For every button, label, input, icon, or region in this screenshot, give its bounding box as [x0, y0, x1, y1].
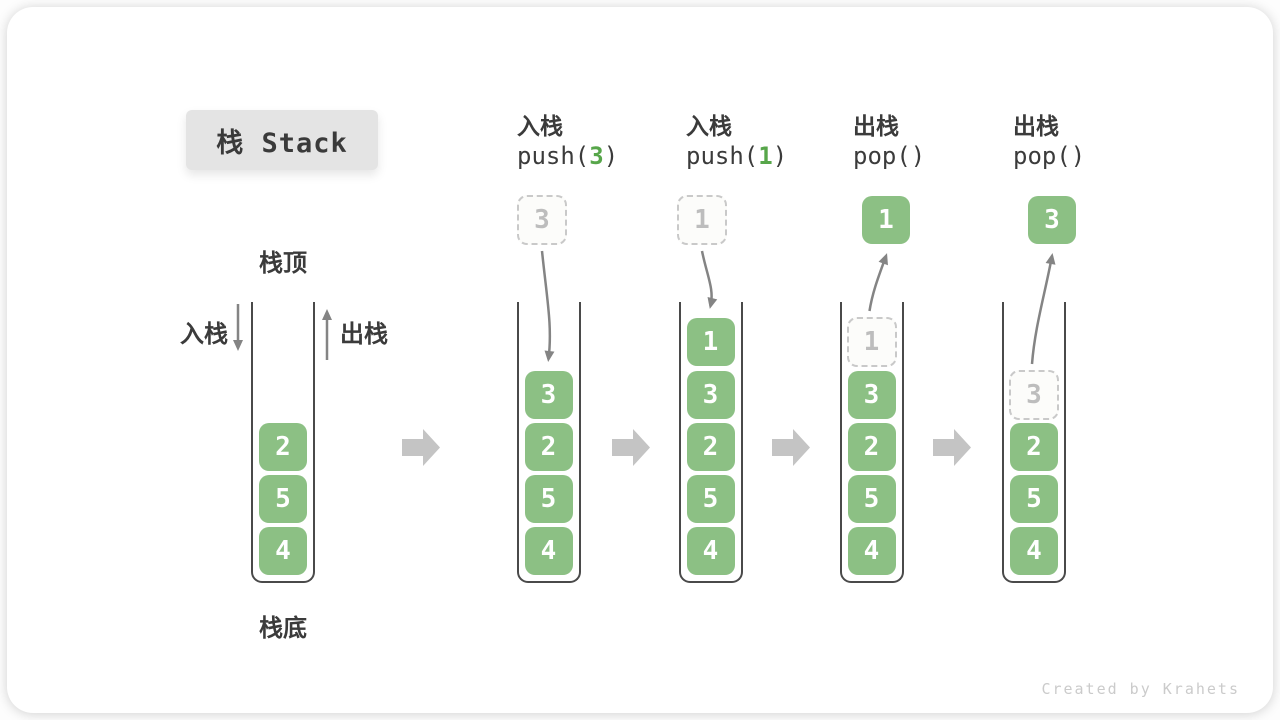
code-text: ) [772, 142, 788, 170]
code-text: push( [686, 142, 759, 170]
stack-cell: 2 [524, 423, 573, 471]
stack-cell: 2 [1010, 423, 1058, 471]
stack-cell: 5 [1010, 475, 1058, 523]
stack-container [839, 302, 904, 583]
stack-cell: 4 [1010, 527, 1058, 575]
stack-cell: 4 [686, 527, 735, 575]
stack-cell-ghost: 3 [1009, 370, 1059, 420]
code-text: pop( [1013, 142, 1071, 170]
stack-container [678, 302, 743, 583]
code-text: ) [910, 142, 926, 170]
push-label: 入栈 [180, 321, 228, 348]
stack-container [251, 302, 315, 583]
watermark: Created by Krahets [1041, 680, 1240, 698]
column-header-op: 入栈 [517, 113, 563, 139]
stack-cell: 3 [524, 371, 573, 419]
page-title: 栈 Stack [216, 127, 348, 159]
stack-cell: 3 [847, 371, 896, 419]
stack-cell: 4 [259, 527, 307, 575]
code-text: push( [517, 142, 590, 170]
stack-cell: 1 [686, 318, 735, 366]
stack-cell: 5 [847, 475, 896, 523]
code-arg: 3 [589, 142, 604, 170]
stack-cell: 5 [686, 475, 735, 523]
column-header-code: pop() [1013, 142, 1085, 170]
stack-container [516, 302, 581, 583]
column-header-op: 入栈 [686, 113, 732, 139]
stack-cell: 2 [847, 423, 896, 471]
stack-top-label: 栈顶 [259, 250, 307, 277]
stack-cell: 4 [524, 527, 573, 575]
floating-cell-dashed: 1 [677, 195, 727, 245]
column-header-code: push(1) [686, 142, 787, 170]
code-text: ) [603, 142, 619, 170]
column-header-code: push(3) [517, 142, 618, 170]
stack-cell: 3 [686, 371, 735, 419]
floating-cell-solid: 1 [862, 196, 910, 244]
code-arg: 1 [758, 142, 773, 170]
stack-cell: 2 [259, 423, 307, 471]
floating-cell-dashed: 3 [517, 195, 567, 245]
pop-label: 出栈 [340, 321, 388, 348]
column-header-op: 出栈 [1013, 113, 1059, 139]
stack-cell: 2 [686, 423, 735, 471]
stack-bottom-label: 栈底 [259, 615, 307, 642]
code-text: ) [1070, 142, 1086, 170]
title-box: 栈 Stack [186, 110, 378, 170]
stack-cell: 5 [524, 475, 573, 523]
stack-container [1002, 302, 1066, 583]
code-text: pop( [853, 142, 911, 170]
column-header-code: pop() [853, 142, 925, 170]
stack-cell: 4 [847, 527, 896, 575]
column-header-op: 出栈 [853, 113, 899, 139]
floating-cell-solid: 3 [1028, 196, 1076, 244]
stack-cell: 5 [259, 475, 307, 523]
stack-cell-ghost: 1 [846, 317, 897, 367]
